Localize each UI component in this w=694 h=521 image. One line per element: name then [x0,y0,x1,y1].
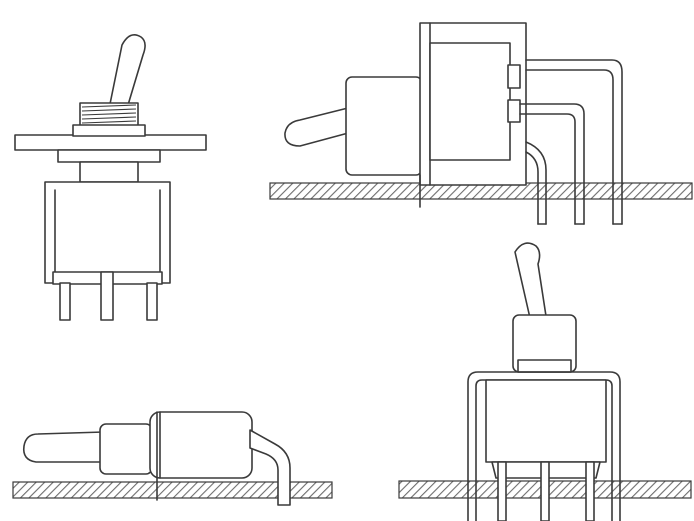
toggle-lever [514,242,547,319]
mounting-panel [14,134,207,151]
toggle-lever [109,34,146,106]
switch-body [44,181,171,285]
hex-nut-bottom [57,149,161,163]
terminal-pins [497,461,595,521]
threaded-bushing [345,76,423,176]
bent-terminals [519,59,623,225]
terminal-pins [59,271,158,321]
toggle-lever [22,431,105,463]
horizontal-pcb-side-view [12,411,333,506]
right-angle-pcb-side-view [269,22,693,225]
vertical-pcb-front-view [398,242,692,521]
bushing-neck [79,161,139,183]
bushing-neck [517,359,572,373]
pcb-board [12,481,333,499]
threaded-bushing [79,102,139,128]
bracket-outer [467,371,621,521]
hex-nut-top [72,124,146,137]
threaded-bushing [99,423,153,475]
bent-terminal [249,429,291,506]
toggle-lever [284,107,353,147]
switch-body [419,22,527,208]
panel-mount-front-view [14,34,207,321]
